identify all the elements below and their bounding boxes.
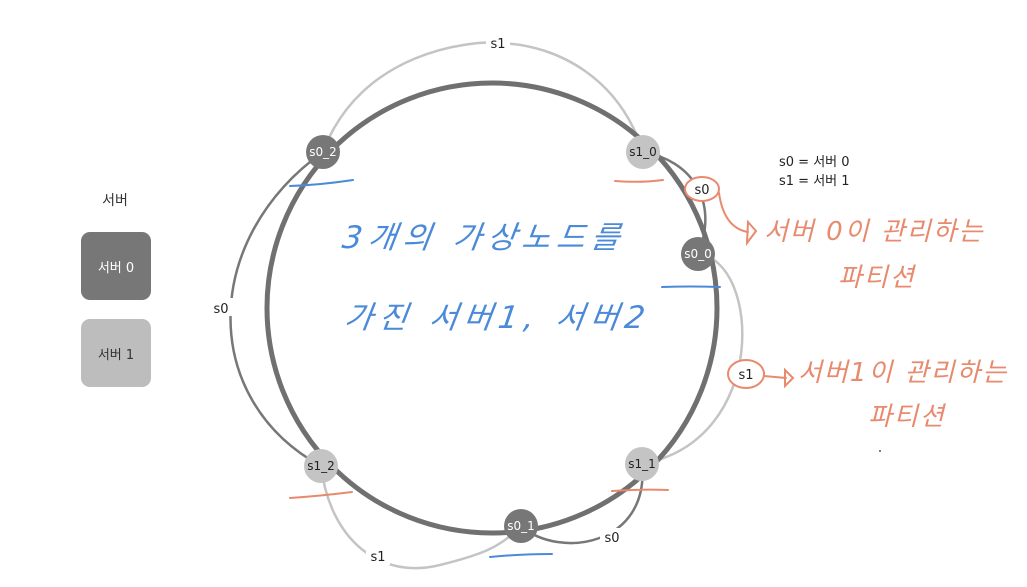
key-line-s0: s0 = 서버 0 [779,155,850,170]
orange-mark-s1_2 [289,491,353,499]
blue-mark-s0_2 [289,179,354,187]
legend-server-1-label: 서버 1 [97,347,135,363]
circled-s0-marker [684,176,720,202]
arc-bottom-left-s1 [319,465,522,570]
stray-dot [879,450,881,452]
node-s1_1 [625,447,659,481]
node-label-s0_1: s0_1 [507,519,535,533]
handwritten-center-line-2: 가진 서버1, 서버2 [341,300,654,336]
legend-server-0: 서버 0 [81,232,151,300]
node-s0_0 [681,237,715,271]
legend-server-1: 서버 1 [81,319,151,387]
legend-title: 서버 [102,193,128,209]
node-s1_0 [626,135,660,169]
handwritten-annotation-server1-line-1: 서버1이 관리하는 [798,358,1009,388]
arc-label-top: s1 [490,37,505,52]
orange-mark-s1_1 [611,488,669,492]
orange-arrow-s0 [718,192,749,233]
arc-label-bottom-right: s0 [604,531,619,546]
arc-label-left: s0 [213,302,228,317]
blue-mark-s0_0 [661,285,721,288]
orange-arrowhead-s0 [745,219,758,247]
orange-mark-s1_0 [614,179,664,183]
node-label-s1_0: s1_0 [629,145,657,159]
arc-right-mid-s1 [641,252,744,466]
blue-mark-s0_1 [489,553,553,558]
handwritten-annotation-server0-line-1: 서버 0이 관리하는 [764,217,985,247]
node-label-s0_0: s0_0 [684,247,712,261]
legend-server-0-label: 서버 0 [97,260,135,276]
node-s1_2 [304,449,338,483]
circled-s1-marker [727,359,765,389]
handwritten-annotation-server1-line-2: 파티션 [868,402,946,432]
key-line-s1: s1 = 서버 1 [779,174,850,189]
arc-top-s1 [321,41,645,153]
node-label-s1_1: s1_1 [628,457,656,471]
arc-bottom-right-s0 [520,463,644,545]
arc-label-right-top: s0 [694,183,709,198]
node-s0_2 [306,135,340,169]
arc-label-right-mid: s1 [738,368,753,383]
hash-ring [264,80,720,536]
node-label-s1_2: s1_2 [307,459,335,473]
node-s0_1 [504,509,538,543]
arc-left-s0 [229,150,324,468]
arc-label-bottom-left: s1 [370,550,385,565]
handwritten-annotation-server0-line-2: 파티션 [838,263,916,293]
orange-arrow-s1 [763,375,787,379]
node-label-s0_2: s0_2 [309,145,337,159]
orange-arrowhead-s1 [784,367,795,389]
handwritten-center-line-1: 3개의 가상노드를 [339,220,629,256]
